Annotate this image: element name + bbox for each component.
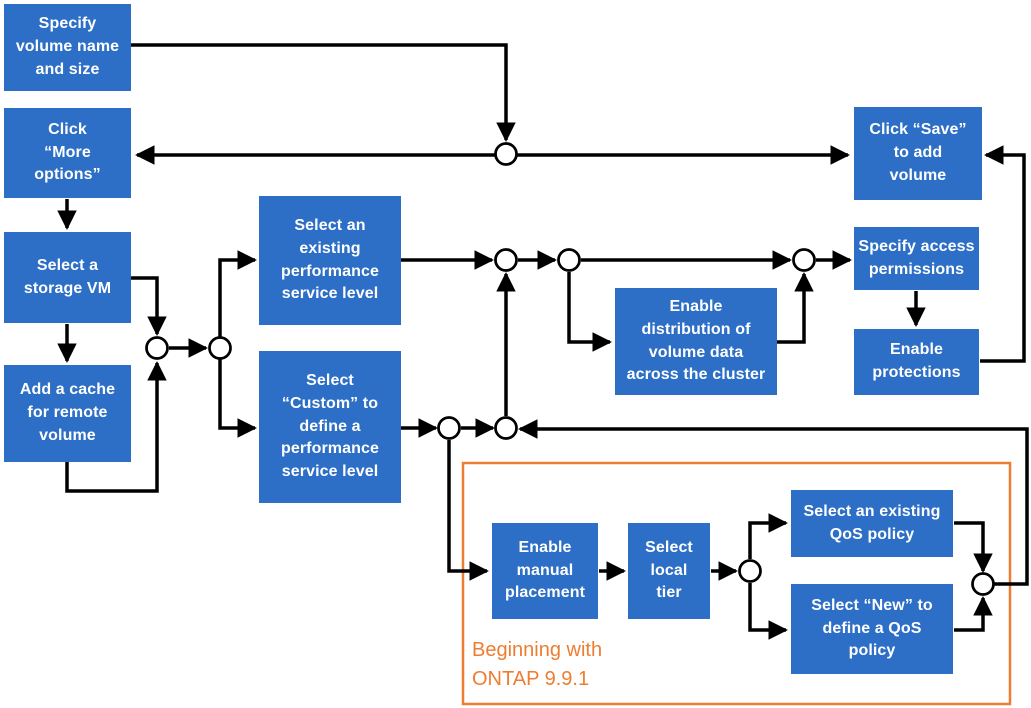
step-label: Enable protections [872, 341, 961, 381]
step-label: Enable manual placement [504, 538, 586, 602]
step-label: Select local tier [645, 538, 693, 602]
connector-junction-h-to-new-qos [748, 583, 788, 640]
connector-new-qos-to-junction-i [954, 596, 993, 632]
connector-enable-distribution-to-junction-e [777, 272, 814, 344]
junction-node [437, 416, 461, 440]
step-enable-manual-placement: Enable manual placement [492, 523, 598, 619]
step-specify-access-permissions: Specify access permissions [854, 227, 979, 290]
step-label: Select an existing performance service l… [280, 217, 380, 303]
step-label: Click “Save” to add volume [869, 121, 967, 184]
ontap-version-annotation: Beginning with ONTAP 9.9.1 [472, 639, 603, 690]
junction-node [738, 559, 762, 583]
step-click-more-options: Click “More options” [4, 108, 131, 198]
step-select-custom-performance-service-level: Select “Custom” to define a performance … [259, 351, 401, 503]
connector-storage-vm-to-junction-a [131, 276, 167, 336]
step-label: Add a cache for remote volume [19, 381, 116, 444]
step-select-storage-vm: Select a storage VM [4, 232, 131, 323]
step-label: Select a storage VM [23, 256, 112, 297]
step-add-cache-remote-volume: Add a cache for remote volume [4, 365, 131, 462]
connector-qos-merge-return-to-junction-g [518, 419, 1029, 586]
step-label: Specify volume name and size [15, 15, 120, 78]
junction-node [208, 336, 232, 360]
step-select-existing-qos-policy: Select an existing QoS policy [791, 490, 953, 557]
connector-protections-to-click-save [980, 145, 1026, 363]
step-label: Click “More options” [34, 120, 101, 184]
connector-junction-h-to-existing-qos [748, 513, 788, 559]
step-specify-volume-name-size: Specify volume name and size [4, 4, 131, 91]
step-enable-distribution-volume-data: Enable distribution of volume data acros… [615, 288, 777, 395]
junction-node [494, 416, 518, 440]
connector-existing-qos-to-junction-i [954, 521, 993, 573]
step-select-existing-performance-service-level: Select an existing performance service l… [259, 196, 401, 325]
connector-specify-volume-to-top-junction [131, 43, 516, 142]
junction-node [792, 248, 816, 272]
step-label: Select an existing QoS policy [803, 502, 941, 543]
step-label: Select “Custom” to define a performance … [280, 372, 380, 481]
junction-node [145, 336, 169, 360]
connector-junction-b-to-existing-psl [218, 250, 257, 338]
step-label: Enable distribution of volume data acros… [626, 298, 766, 384]
junction-node [494, 142, 518, 166]
junction-node [971, 572, 995, 596]
junction-node [557, 248, 581, 272]
step-label: Select “New” to define a QoS policy [811, 596, 933, 660]
connector-junction-f-to-manual-placement [447, 440, 489, 581]
connector-add-cache-to-junction-a [65, 361, 167, 493]
step-enable-protections: Enable protections [854, 329, 979, 395]
step-select-local-tier: Select local tier [628, 523, 710, 619]
step-select-new-qos-policy: Select “New” to define a QoS policy [791, 584, 953, 674]
step-click-save-add-volume: Click “Save” to add volume [854, 107, 982, 200]
junction-node [494, 248, 518, 272]
connector-junction-d-to-enable-distribution [567, 272, 612, 352]
connector-junction-b-to-custom-psl [218, 359, 257, 438]
step-label: Specify access permissions [858, 237, 975, 278]
